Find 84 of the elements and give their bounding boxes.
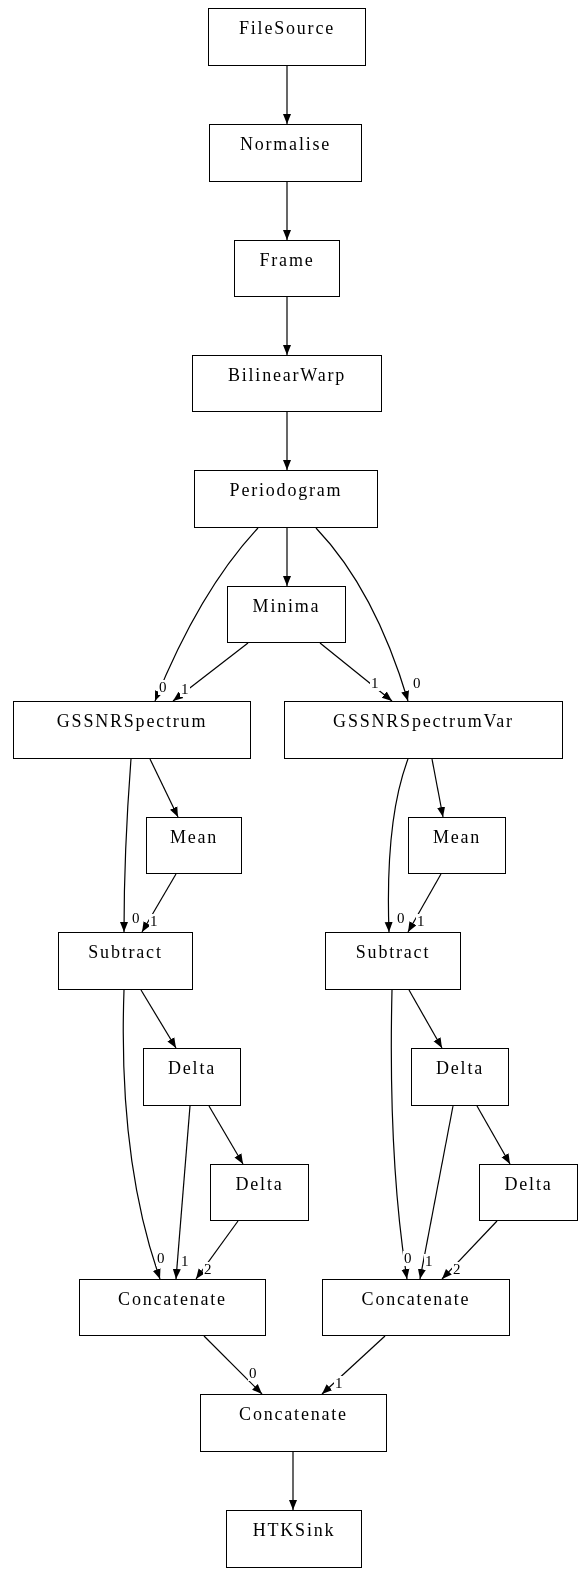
node-label: Minima [252, 595, 321, 617]
node-label: Periodogram [229, 479, 343, 501]
port-label: 1 [180, 1254, 190, 1269]
process-box [209, 124, 362, 182]
process-box [13, 701, 251, 759]
port-label: 0 [131, 911, 141, 926]
node-label: Subtract [88, 941, 163, 963]
process-box [143, 1048, 241, 1106]
arrow [417, 1105, 454, 1280]
port-label: 1 [370, 676, 380, 691]
arrow [283, 411, 291, 471]
arrow [203, 1335, 263, 1395]
arrow [283, 527, 291, 587]
arrow [384, 758, 409, 933]
arrow [283, 296, 291, 356]
node-label: Concatenate [118, 1288, 227, 1310]
port-label: 0 [248, 1366, 258, 1381]
process-box [79, 1279, 266, 1336]
node-label: Delta [168, 1057, 216, 1079]
arrow [172, 1105, 191, 1280]
arrow [172, 642, 249, 702]
port-label: 0 [396, 911, 406, 926]
port-label: 0 [158, 680, 168, 695]
node-label: Delta [436, 1057, 484, 1079]
process-box [210, 1164, 309, 1221]
process-box [408, 817, 506, 874]
port-label: 1 [334, 1376, 344, 1391]
node-label: Delta [504, 1173, 553, 1195]
process-box [226, 1510, 362, 1568]
node-label: FileSource [239, 17, 335, 39]
node-label: Mean [432, 826, 482, 848]
process-box [146, 817, 242, 874]
node-label: GSSNRSpectrumVar [333, 710, 514, 732]
port-label: 0 [403, 1251, 413, 1266]
arrow [149, 758, 179, 818]
process-box [200, 1394, 387, 1452]
arrow [319, 642, 393, 702]
node-label: Concatenate [361, 1288, 471, 1310]
arrow [195, 1220, 239, 1280]
node-label: BilinearWarp [227, 364, 347, 386]
node-label: Mean [169, 826, 219, 848]
process-box [194, 470, 378, 528]
port-label: 1 [424, 1254, 434, 1269]
port-label: 2 [203, 1262, 213, 1277]
arrow [390, 989, 410, 1280]
process-box [479, 1164, 578, 1221]
process-box [234, 240, 340, 297]
arrow [408, 989, 443, 1049]
arrow [154, 527, 259, 702]
arrow [407, 873, 442, 933]
node-label: Normalise [239, 133, 332, 155]
arrow [141, 873, 177, 933]
process-box [322, 1279, 510, 1336]
arrow [289, 1451, 297, 1511]
arrow [120, 758, 132, 933]
process-box [192, 355, 382, 412]
port-label: 0 [412, 676, 422, 691]
arrow [315, 527, 409, 702]
node-label: Frame [259, 249, 315, 271]
port-label: 0 [156, 1251, 166, 1266]
node-label: Subtract [355, 941, 431, 963]
node-label: Concatenate [239, 1403, 348, 1425]
port-label: 1 [149, 914, 159, 929]
arrow [431, 758, 446, 818]
arrow [140, 989, 177, 1049]
process-box [325, 932, 461, 990]
node-label: HTKSink [252, 1519, 336, 1541]
arrow [441, 1220, 498, 1280]
arrow [208, 1105, 244, 1165]
process-box [58, 932, 193, 990]
port-label: 1 [180, 682, 190, 697]
arrow [283, 65, 291, 125]
process-box [411, 1048, 509, 1106]
arrow [321, 1335, 386, 1395]
port-label: 2 [452, 1262, 462, 1277]
node-label: GSSNRSpectrum [56, 710, 208, 732]
arrow [122, 989, 161, 1280]
port-label: 1 [416, 914, 426, 929]
node-label: Delta [235, 1173, 284, 1195]
arrow [476, 1105, 511, 1165]
process-box [284, 701, 563, 759]
process-box [227, 586, 346, 643]
process-box [208, 8, 366, 66]
arrow [283, 181, 291, 241]
